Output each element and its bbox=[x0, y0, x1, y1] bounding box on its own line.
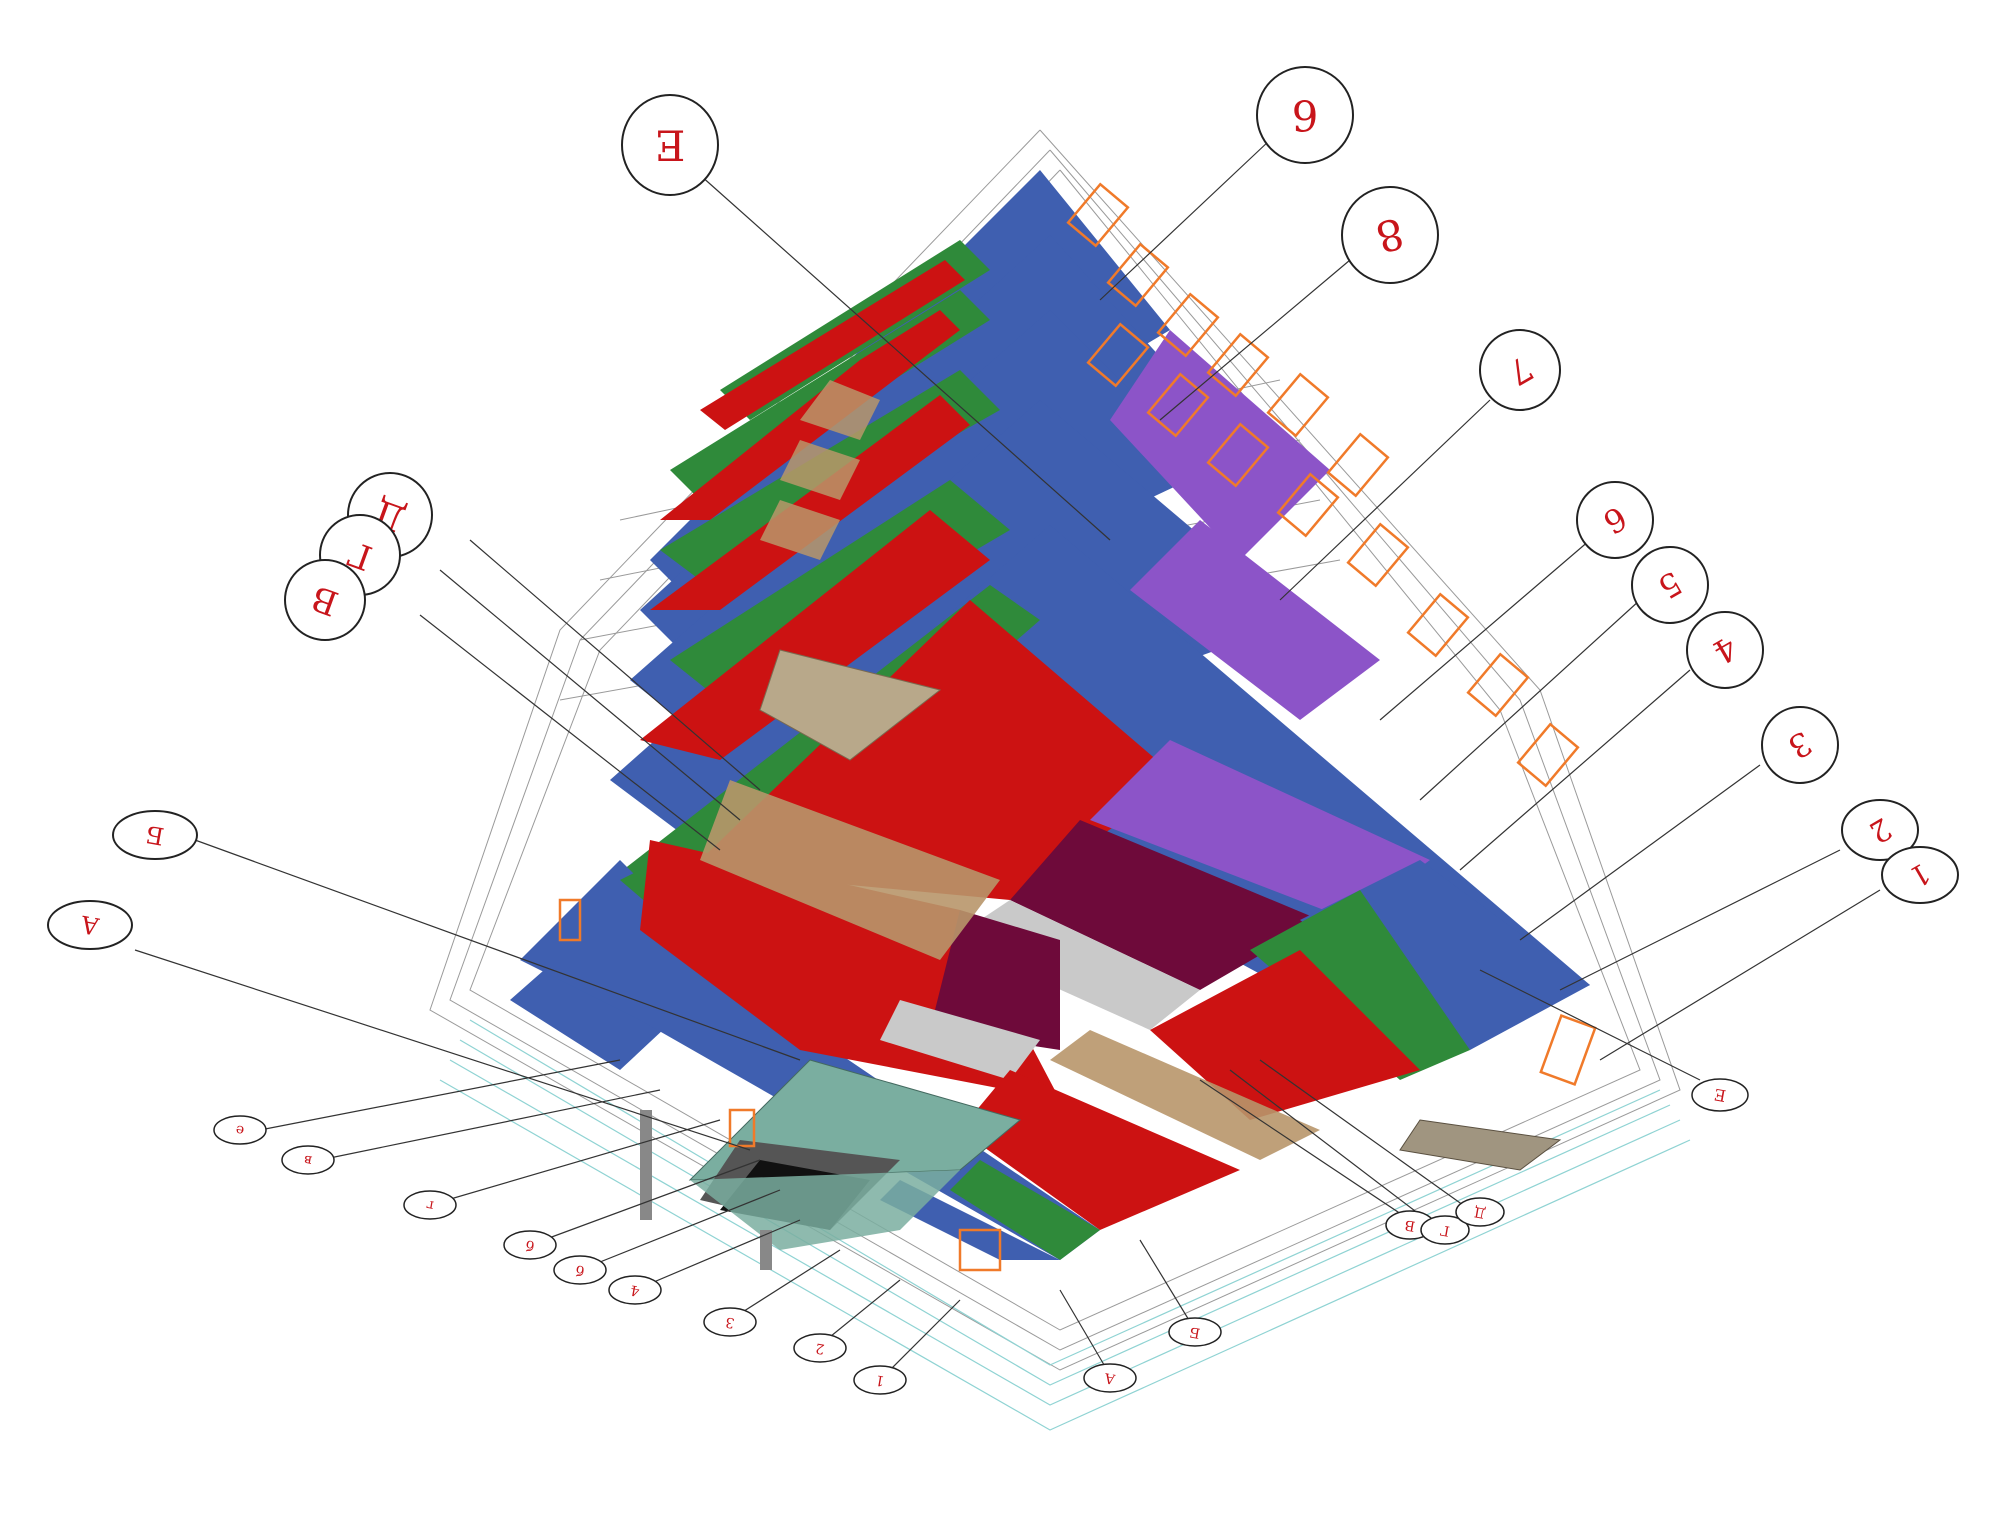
svg-text:А: А bbox=[79, 910, 102, 941]
axis-bubble-4: 4 bbox=[1686, 611, 1764, 689]
axis-bubble-6-top: 6 bbox=[1256, 66, 1354, 164]
axis-bubble-5: 5 bbox=[1631, 546, 1709, 624]
axis-bubble-B: Б bbox=[112, 810, 198, 860]
svg-text:4: 4 bbox=[629, 1281, 641, 1298]
window-frames bbox=[558, 182, 1597, 1272]
svg-text:г: г bbox=[425, 1196, 435, 1213]
axis-bubble-E-top: Е bbox=[621, 94, 719, 196]
svg-text:б: б bbox=[574, 1261, 585, 1278]
axis-bubble-A: А bbox=[47, 900, 133, 950]
axis-bubble-small-2: 2 bbox=[793, 1333, 847, 1363]
axis-bubble-small-B: Б bbox=[1168, 1317, 1222, 1347]
svg-text:Д: Д bbox=[1473, 1203, 1487, 1221]
svg-text:6: 6 bbox=[1292, 91, 1319, 140]
axis-bubble-2: 2 bbox=[1841, 799, 1919, 861]
svg-text:е: е bbox=[235, 1121, 246, 1138]
axis-bubble-small-E: Е bbox=[1691, 1078, 1749, 1112]
svg-text:2: 2 bbox=[814, 1339, 826, 1356]
axis-bubble-small-G: Г bbox=[1420, 1215, 1470, 1245]
axis-bubble-small-v: в bbox=[281, 1145, 335, 1175]
axis-bubble-7: 7 bbox=[1479, 329, 1561, 411]
axis-bubble-small-e: е bbox=[213, 1115, 267, 1145]
callouts-top: Е 6 8 bbox=[621, 66, 1439, 284]
svg-text:А: А bbox=[1103, 1369, 1117, 1387]
svg-text:Б: Б bbox=[1189, 1323, 1202, 1341]
axis-bubble-small-3: 3 bbox=[703, 1307, 757, 1337]
slab-stack bbox=[510, 170, 1590, 1260]
svg-text:Е: Е bbox=[655, 121, 686, 170]
axis-bubble-small-g: г bbox=[403, 1190, 457, 1220]
svg-text:Г: Г bbox=[1439, 1221, 1451, 1238]
callouts-left: Д Г В Б А bbox=[47, 472, 433, 950]
callouts-bottom: е в г б б 4 3 2 bbox=[213, 1078, 1749, 1395]
svg-text:Е: Е bbox=[1713, 1085, 1728, 1106]
ground-slab-elements bbox=[640, 1059, 1022, 1270]
axis-bubble-3: 3 bbox=[1761, 706, 1839, 784]
callouts-right: 7 6 5 4 3 2 1 bbox=[1479, 329, 1959, 904]
svg-text:1: 1 bbox=[874, 1371, 886, 1388]
svg-text:в: в bbox=[303, 1151, 314, 1168]
axis-bubble-small-A: А bbox=[1083, 1363, 1137, 1393]
axis-bubble-6: 6 bbox=[1576, 481, 1654, 559]
axis-bubble-small-D: Д bbox=[1455, 1197, 1505, 1227]
axis-bubble-1: 1 bbox=[1881, 846, 1959, 904]
svg-text:Б: Б bbox=[144, 820, 166, 851]
axis-bubble-small-4: 4 bbox=[608, 1275, 662, 1305]
axis-bubble-8-top: 8 bbox=[1341, 186, 1439, 284]
axis-bubble-V: В bbox=[284, 559, 366, 641]
svg-text:3: 3 bbox=[724, 1313, 736, 1330]
axis-bubble-small-1: 1 bbox=[853, 1365, 907, 1395]
svg-text:В: В bbox=[1404, 1216, 1417, 1234]
leader-lines bbox=[134, 139, 1881, 1381]
stair-elements bbox=[700, 380, 1562, 1171]
svg-text:б: б bbox=[524, 1236, 535, 1253]
axis-bubble-small-b1: б bbox=[503, 1230, 557, 1260]
axis-bubble-small-b2: б bbox=[553, 1255, 607, 1285]
